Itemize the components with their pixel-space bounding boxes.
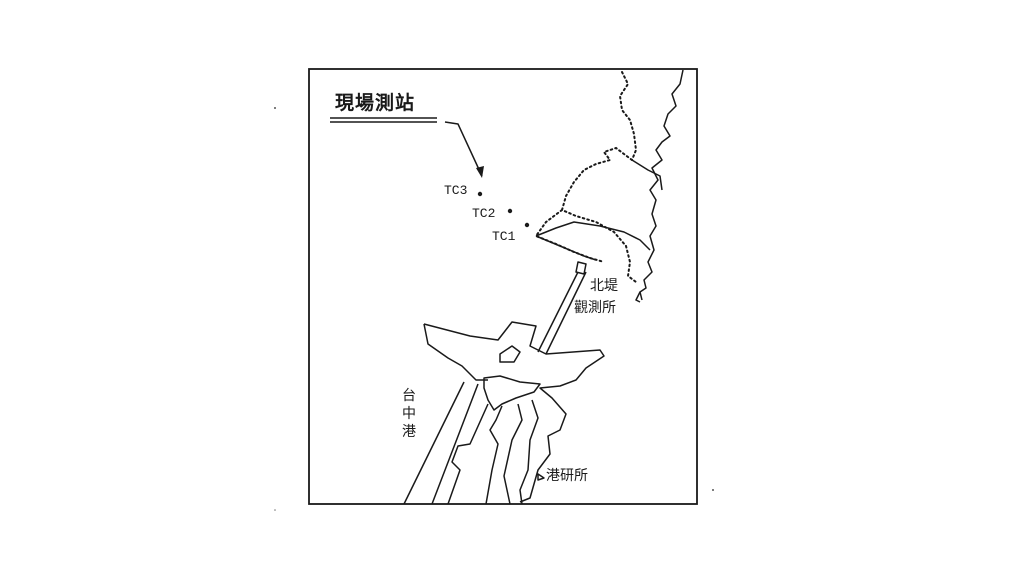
dotted-shoreline-inner bbox=[534, 209, 605, 263]
basin-mouth bbox=[483, 375, 541, 411]
pointer-arrow bbox=[444, 121, 483, 177]
port-label-char-1: 台 bbox=[402, 388, 416, 404]
research-institute-label: 港研所 bbox=[546, 468, 588, 484]
station-label-tc3: TC3 bbox=[444, 183, 467, 198]
station-marker-tc3 bbox=[477, 191, 483, 197]
station-label-tc1: TC1 bbox=[492, 229, 516, 244]
reclaimed-boundary-north bbox=[631, 159, 663, 191]
reclaimed-boundary bbox=[535, 221, 651, 251]
scan-speck bbox=[274, 509, 276, 511]
middle-pier-east bbox=[485, 405, 503, 505]
harbor-outline-west bbox=[423, 323, 488, 381]
east-pier-east bbox=[519, 399, 539, 505]
map-title: 現場測站 bbox=[335, 91, 415, 114]
dotted-shoreline-north bbox=[618, 71, 638, 161]
port-label-char-2: 中 bbox=[402, 406, 416, 422]
dotted-shoreline-middle bbox=[560, 146, 637, 283]
breakwater-head bbox=[575, 261, 587, 275]
basin-notch bbox=[499, 345, 521, 363]
port-label-char-3: 港 bbox=[402, 424, 416, 440]
channel-west-inner bbox=[431, 383, 479, 505]
coastline-tip bbox=[635, 291, 641, 303]
map-frame bbox=[308, 68, 698, 505]
station-label-tc2: TC2 bbox=[472, 206, 495, 221]
north-breakwater-label-line2: 觀測所 bbox=[574, 300, 616, 316]
coastline bbox=[639, 69, 684, 301]
channel-west-outer bbox=[403, 381, 465, 505]
north-breakwater-label-line1: 北堤 bbox=[590, 278, 618, 294]
harbor-outline-east bbox=[423, 321, 605, 503]
research-institute-marker bbox=[537, 473, 545, 481]
pointer-arrowhead bbox=[476, 166, 484, 178]
scan-speck bbox=[712, 489, 714, 491]
reclaimed-boundary-lower bbox=[535, 235, 597, 261]
scan-speck bbox=[274, 107, 276, 109]
east-pier-west bbox=[503, 403, 523, 505]
middle-pier-west bbox=[447, 403, 489, 505]
north-breakwater bbox=[537, 271, 587, 355]
station-marker-tc2 bbox=[507, 208, 513, 214]
station-marker-tc1 bbox=[524, 222, 530, 228]
